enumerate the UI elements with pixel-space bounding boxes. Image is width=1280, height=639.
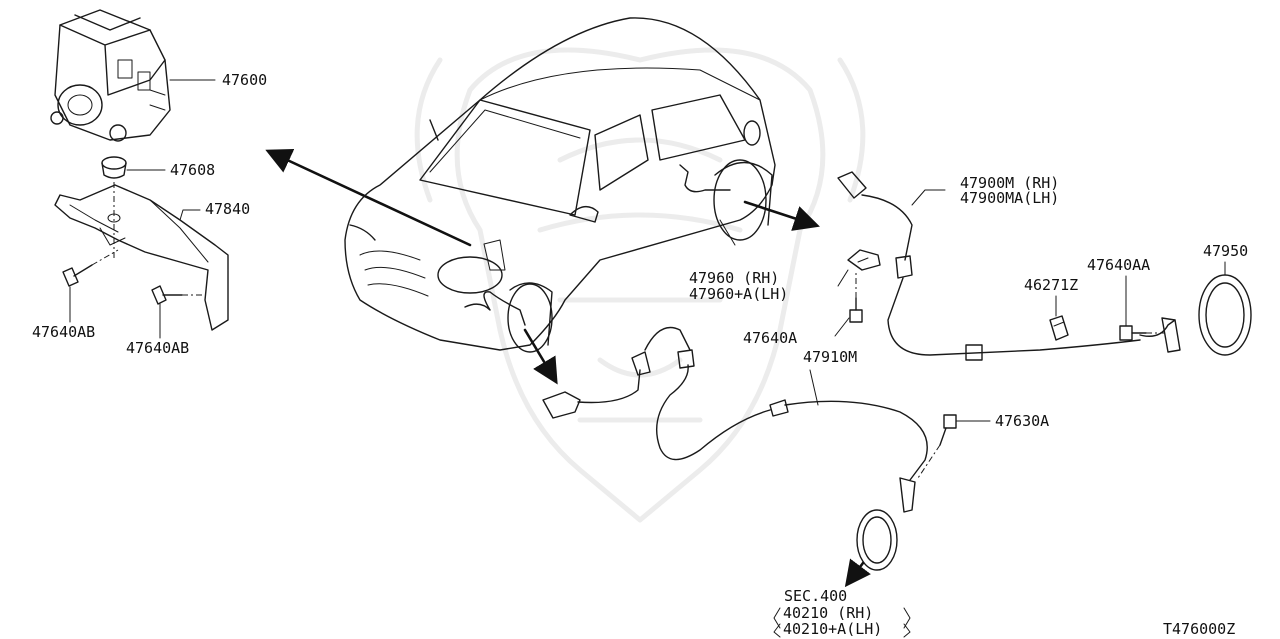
label-40210-rh: 40210 (RH)	[783, 604, 873, 622]
bolt-47630a[interactable]	[939, 414, 957, 446]
label-40210-lh: 40210+A(LH)	[783, 620, 882, 638]
abs-actuator-unit[interactable]	[50, 9, 171, 142]
label-47640aa: 47640AA	[1087, 256, 1150, 274]
label-47600: 47600	[222, 71, 267, 89]
clip-46271z[interactable]	[1049, 315, 1069, 341]
label-47640ab-right: 47640AB	[126, 339, 189, 357]
bolt-47640aa[interactable]	[1119, 325, 1147, 341]
label-47900m-rh: 47900M (RH)	[960, 174, 1059, 192]
label-47630a: 47630A	[995, 412, 1049, 430]
label-47840: 47840	[205, 200, 250, 218]
rear-sensor-rotor-47950[interactable]	[1198, 274, 1252, 356]
bolt-47640ab-left[interactable]	[62, 264, 93, 287]
label-47640a: 47640A	[743, 329, 797, 347]
front-wheel-sensor-47910m[interactable]	[542, 326, 928, 513]
label-47910m: 47910M	[803, 348, 857, 366]
label-sec-400: SEC.400	[784, 587, 847, 605]
bracket-47960[interactable]	[847, 249, 881, 271]
front-sensor-harness-on-car	[464, 291, 526, 326]
label-47900ma-lh: 47900MA(LH)	[960, 189, 1059, 207]
rear-sensor-harness-on-car	[679, 164, 731, 193]
front-sensor-rotor-40210[interactable]	[856, 509, 898, 571]
bracket-47840[interactable]	[54, 184, 229, 331]
bolt-47640a[interactable]	[849, 297, 863, 323]
label-47960-lh: 47960+A(LH)	[689, 285, 788, 303]
label-47950: 47950	[1203, 242, 1248, 260]
rear-wheel-sensor-47900m[interactable]	[837, 171, 1181, 361]
label-47960-rh: 47960 (RH)	[689, 269, 779, 287]
bolt-47640ab-right[interactable]	[151, 285, 183, 305]
label-47640ab-left: 47640AB	[32, 323, 95, 341]
watermark-logo	[414, 47, 866, 523]
grommet-47608[interactable]	[101, 156, 127, 179]
label-47608: 47608	[170, 161, 215, 179]
diagram-code: T476000Z	[1163, 620, 1235, 638]
label-46271z: 46271Z	[1024, 276, 1078, 294]
